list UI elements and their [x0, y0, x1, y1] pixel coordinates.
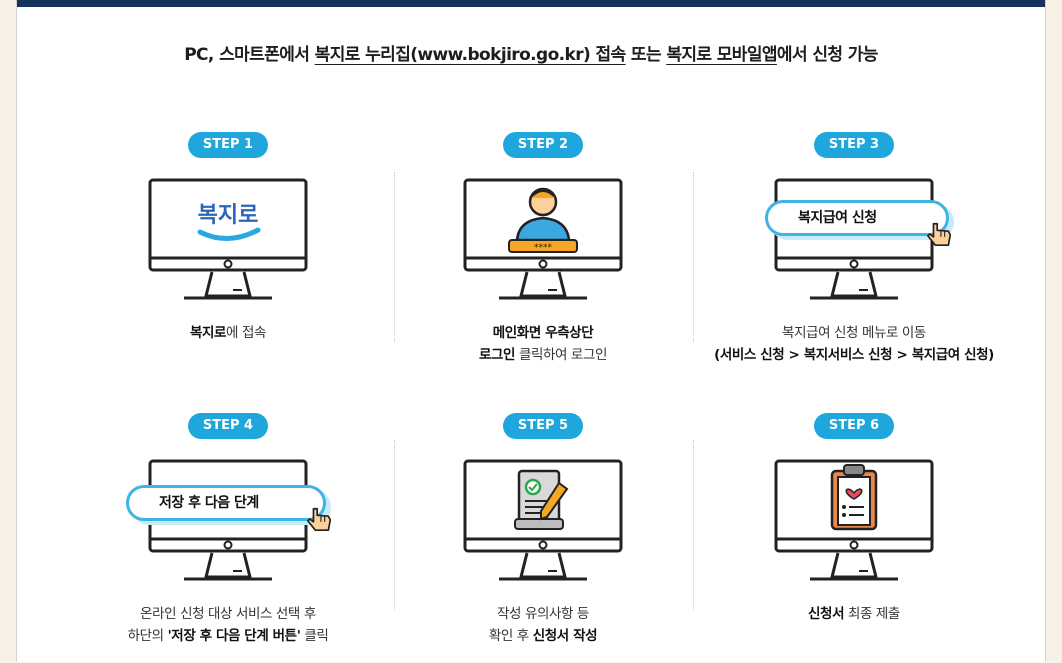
step-caption: 복지급여 신청 메뉴로 이동 (서비스 신청 > 복지서비스 신청 > 복지급여…: [694, 322, 1014, 366]
caption-line-1: 온라인 신청 대상 서비스 선택 후: [140, 606, 316, 622]
caption-rest: 클릭하여 로그인: [515, 347, 607, 363]
caption-bold: 신청서 작성: [532, 628, 598, 644]
caption-bold: (서비스 신청 > 복지서비스 신청 > 복지급여 신청): [714, 347, 994, 363]
step-caption: 메인화면 우측상단 로그인 클릭하여 로그인: [393, 322, 693, 366]
step-badge: STEP 6: [814, 413, 894, 439]
caption-rest: 최종 제출: [844, 606, 900, 622]
caption-bold: 메인화면 우측상단: [492, 325, 594, 341]
divider: [394, 172, 395, 342]
step-1: STEP 1 복지로 복지로에 접속: [78, 132, 378, 382]
caption-line-1: 메인화면 우측상단: [393, 322, 693, 344]
step-badge: STEP 2: [503, 132, 583, 158]
divider: [693, 440, 694, 610]
top-bar: [17, 0, 1045, 7]
monitor-icon: [774, 459, 934, 581]
caption-rest: 하단의: [127, 628, 168, 644]
step-badge: STEP 3: [814, 132, 894, 158]
user-login-icon: ****: [508, 187, 578, 253]
step-5: STEP 5 작성 유의사항 등 확인 후 신청서 작성: [393, 413, 693, 663]
step-badge: STEP 5: [503, 413, 583, 439]
headline-suffix: 에서 신청 가능: [776, 45, 878, 65]
bokjiro-site-link[interactable]: 복지로 누리집(www.bokjiro.go.kr) 접속: [314, 45, 627, 65]
monitor-icon: [774, 178, 934, 300]
caption-rest: 에 접속: [226, 325, 266, 341]
document-pen-icon: [514, 469, 569, 530]
step-2: STEP 2 **** 메인화면 우측상단 로그인 클릭하여 로그인: [393, 132, 693, 382]
caption-line-2: 로그인 클릭하여 로그인: [393, 344, 693, 366]
step-caption: 온라인 신청 대상 서비스 선택 후 하단의 '저장 후 다음 단계 버튼' 클…: [58, 603, 398, 647]
caption-line-1: 작성 유의사항 등: [497, 606, 589, 622]
monitor-icon: [463, 459, 623, 581]
monitor-icon: ****: [463, 178, 623, 300]
step-6: STEP 6 신청서 최종 제출: [704, 413, 1004, 663]
caption-bold: '저장 후 다음 단계 버튼': [167, 628, 301, 644]
pointing-hand-icon: [927, 222, 952, 247]
caption-line-2: 확인 후 신청서 작성: [393, 625, 693, 647]
pill-label: 복지급여 신청: [798, 210, 877, 226]
caption-rest: 확인 후: [488, 628, 533, 644]
caption-bold: 로그인: [479, 347, 516, 363]
bokjiro-app-link[interactable]: 복지로 모바일앱: [666, 45, 777, 65]
step-badge: STEP 1: [188, 132, 268, 158]
monitor-icon: 복지로: [148, 178, 308, 300]
step-caption: 작성 유의사항 등 확인 후 신청서 작성: [393, 603, 693, 647]
pointing-hand-icon: [307, 507, 332, 532]
login-mask: ****: [534, 243, 553, 253]
step-badge: STEP 4: [188, 413, 268, 439]
welfare-apply-button[interactable]: 복지급여 신청: [765, 200, 949, 236]
step-3: STEP 3 복지급여 신청 복지급여 신청 메뉴로 이동 (서비스 신청 > …: [704, 132, 1004, 382]
caption-line-2: (서비스 신청 > 복지서비스 신청 > 복지급여 신청): [694, 344, 1014, 366]
page-title: PC, 스마트폰에서 복지로 누리집(www.bokjiro.go.kr) 접속…: [17, 40, 1045, 65]
headline-prefix: PC, 스마트폰에서: [184, 45, 315, 65]
caption-bold: 신청서: [808, 606, 845, 622]
step-4: STEP 4 저장 후 다음 단계 온라인 신청 대상 서비스 선택 후 하단의…: [78, 413, 378, 663]
step-caption: 복지로에 접속: [78, 322, 378, 344]
caption-line-2: 하단의 '저장 후 다음 단계 버튼' 클릭: [58, 625, 398, 647]
divider: [394, 440, 395, 610]
pill-label: 저장 후 다음 단계: [159, 495, 259, 511]
caption-rest: 클릭: [300, 628, 329, 644]
guide-panel: PC, 스마트폰에서 복지로 누리집(www.bokjiro.go.kr) 접속…: [16, 0, 1046, 662]
caption-line-1: 복지급여 신청 메뉴로 이동: [782, 325, 926, 341]
step-caption: 신청서 최종 제출: [704, 603, 1004, 625]
bokjiro-logo: 복지로: [198, 203, 259, 228]
save-next-step-button[interactable]: 저장 후 다음 단계: [126, 485, 326, 521]
headline-middle: 또는: [625, 45, 667, 65]
divider: [693, 172, 694, 342]
clipboard-heart-icon: [830, 464, 878, 531]
caption-bold: 복지로: [189, 325, 227, 341]
